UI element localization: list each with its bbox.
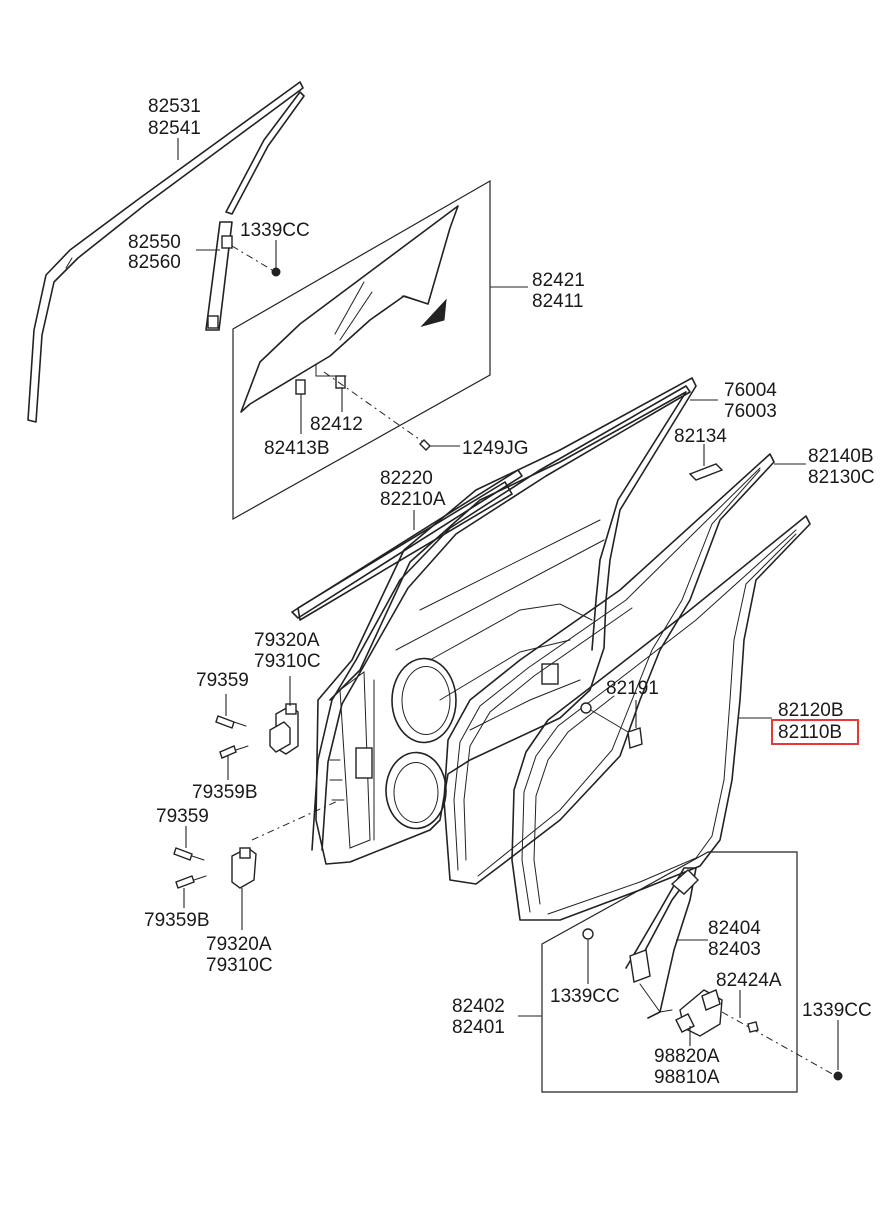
label-1339cc-mid: 1339CC — [550, 986, 620, 1007]
upper-hinge — [215, 703, 299, 759]
highlight-82110b — [771, 719, 859, 745]
label-82413b: 82413B — [264, 438, 330, 459]
window-frame-moulding — [27, 81, 305, 423]
label-79359b-bot: 79359B — [144, 910, 210, 931]
clip-1339cc-top — [271, 267, 281, 277]
glass-run-channel — [205, 221, 233, 331]
label-79359-bot: 79359 — [156, 806, 209, 827]
door-weatherstrip — [443, 453, 775, 885]
leader-lines — [177, 138, 839, 1070]
label-82424a: 82424A — [716, 970, 782, 991]
label-82412: 82412 — [310, 414, 363, 435]
window-regulator-group — [541, 851, 843, 1093]
part-82134 — [688, 463, 724, 481]
body-opening-weatherstrip — [511, 515, 811, 921]
label-1339cc-top: 1339CC — [240, 220, 310, 241]
label-82134: 82134 — [674, 426, 727, 447]
door-glass-group — [232, 179, 491, 521]
lower-hinge — [173, 799, 341, 889]
door-side-weatherstrip — [311, 385, 691, 851]
label-1339cc-right: 1339CC — [802, 1000, 872, 1021]
label-79359-top: 79359 — [196, 670, 249, 691]
label-79359b-top: 79359B — [192, 782, 258, 803]
label-1249jg: 1249JG — [462, 438, 529, 459]
label-82191: 82191 — [606, 678, 659, 699]
